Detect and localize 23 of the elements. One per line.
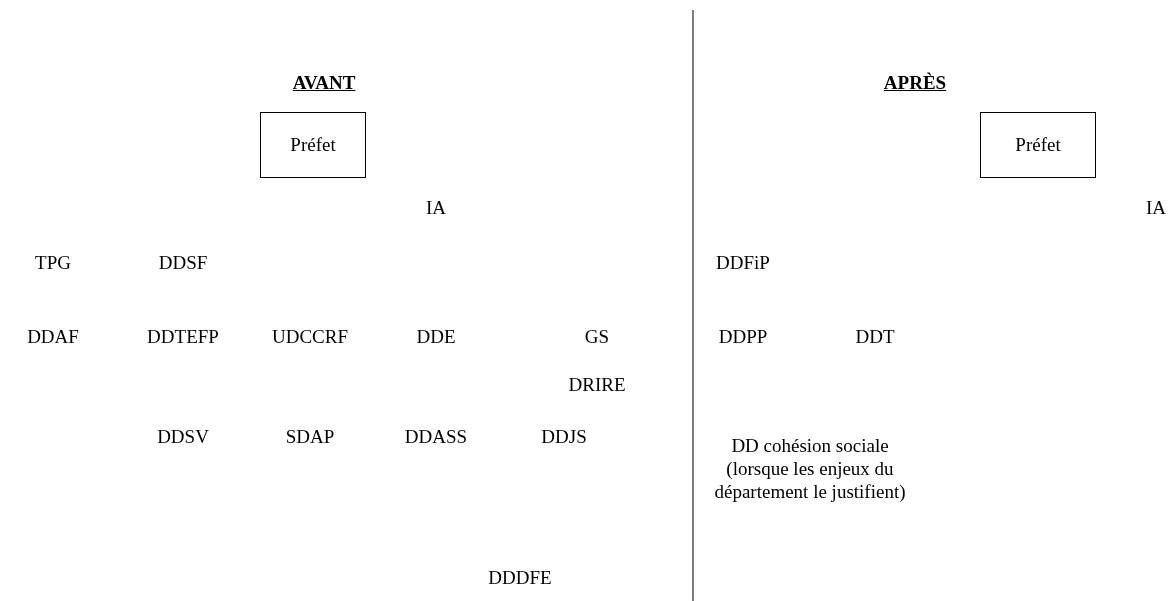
agency-label: DDT: [855, 326, 895, 348]
agency-label: SDAP: [285, 426, 335, 448]
agency-label: DDASS: [404, 426, 468, 448]
column-heading: APRÈS: [883, 72, 947, 94]
agency-label: DDSV: [157, 426, 209, 448]
agency-label: DDFiP: [716, 252, 770, 274]
agency-label: GS: [584, 326, 610, 348]
agency-label: DDPP: [718, 326, 768, 348]
agency-label: DRIRE: [568, 374, 626, 396]
agency-label: DDDFE: [488, 567, 552, 589]
prefect-box: Préfet: [980, 112, 1096, 178]
agency-label: DDJS: [541, 426, 587, 448]
agency-label: DDAF: [27, 326, 79, 348]
agency-label: DDSF: [158, 252, 208, 274]
prefect-box: Préfet: [260, 112, 366, 178]
column-heading: AVANT: [292, 72, 356, 94]
agency-label: IA: [1145, 197, 1167, 219]
agency-label: DDTEFP: [147, 326, 219, 348]
agency-label: TPG: [35, 252, 71, 274]
agency-label: UDCCRF: [272, 326, 348, 348]
agency-label: IA: [425, 197, 447, 219]
note-text: DD cohésion sociale (lorsque les enjeux du département le justifient): [713, 434, 907, 504]
agency-label: DDE: [416, 326, 456, 348]
